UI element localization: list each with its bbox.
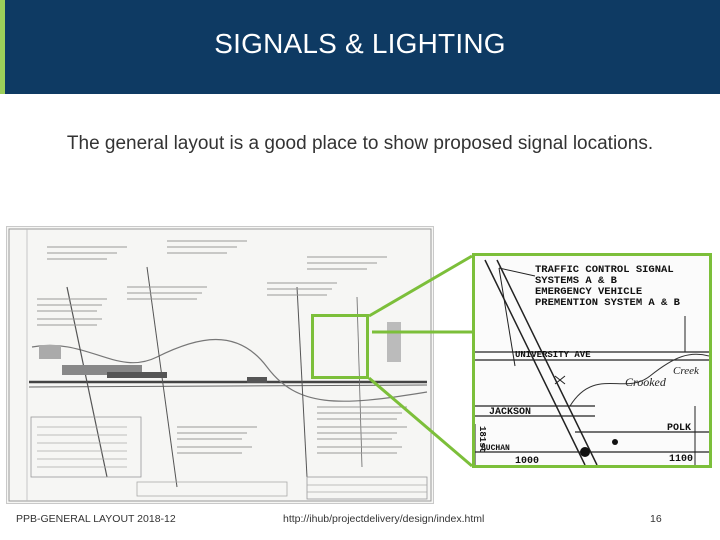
slide-header: SIGNALS & LIGHTING xyxy=(0,0,720,94)
footer-page-number: 16 xyxy=(650,513,662,525)
plan-highlight-box xyxy=(311,314,369,379)
street-label-crooked: Crooked xyxy=(625,375,667,389)
header-accent-bar xyxy=(0,0,5,94)
footer-url: http://ihub/projectdelivery/design/index… xyxy=(283,513,485,525)
signal-icon xyxy=(580,447,590,457)
general-layout-plan-image xyxy=(6,226,434,504)
detail-heading-4: PREMENTION SYSTEM A & B xyxy=(535,297,681,309)
detail-heading-1: TRAFFIC CONTROL SIGNAL xyxy=(535,264,674,276)
slide-subtitle: The general layout is a good place to sh… xyxy=(66,133,654,154)
footer-doc-id: PPB-GENERAL LAYOUT 2018-12 xyxy=(16,513,176,525)
detail-heading-3: EMERGENCY VEHICLE xyxy=(535,286,642,298)
signal-detail-image: TRAFFIC CONTROL SIGNAL SYSTEMS A & B EME… xyxy=(472,253,712,468)
address-1100: 1100 xyxy=(669,454,693,465)
street-label-jackson: JACKSON xyxy=(489,407,531,418)
street-label-buchanan: BUCHAN xyxy=(481,444,510,453)
signal-icon xyxy=(612,439,618,445)
street-label-polk: POLK xyxy=(667,423,691,434)
street-label-181st: 181st xyxy=(477,426,487,453)
detail-drawing: TRAFFIC CONTROL SIGNAL SYSTEMS A & B EME… xyxy=(475,259,709,465)
street-label-creek: Creek xyxy=(673,365,700,377)
plan-drawing xyxy=(8,228,432,502)
street-label-university: UNIVERSITY AVE xyxy=(515,350,591,360)
address-1000: 1000 xyxy=(515,456,539,465)
slide-title: SIGNALS & LIGHTING xyxy=(214,28,506,59)
detail-heading-2: SYSTEMS A & B xyxy=(535,275,618,287)
